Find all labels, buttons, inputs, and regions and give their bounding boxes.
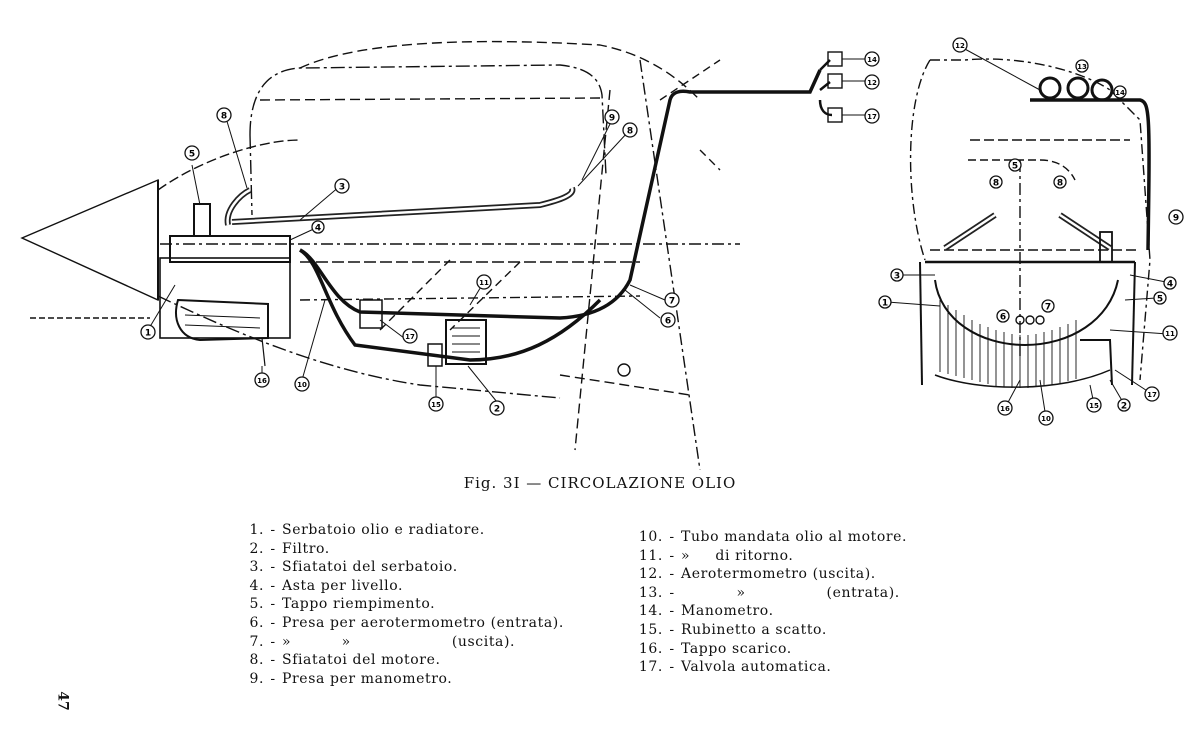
front-callout-16: 16	[997, 400, 1013, 416]
front-callout-1: 1	[878, 295, 892, 309]
front-callout-6: 6	[996, 309, 1010, 323]
front-callout-5b: 5	[1153, 291, 1167, 305]
figure-caption: Fig. 3I — CIRCOLAZIONE OLIO	[463, 474, 737, 492]
svg-text:12: 12	[955, 42, 965, 50]
svg-text:15: 15	[431, 401, 441, 409]
svg-text:16: 16	[257, 377, 267, 385]
svg-text:17: 17	[405, 333, 415, 341]
legend-item: 16.-Tappo scarico.	[638, 640, 792, 657]
legend-item: 13.- » (entrata).	[638, 584, 900, 601]
svg-text:4: 4	[1167, 280, 1173, 290]
svg-text:5: 5	[1012, 162, 1018, 172]
front-callout-15: 15	[1086, 397, 1102, 413]
svg-text:7: 7	[669, 297, 675, 307]
callout-15: 15	[428, 396, 444, 412]
callout-1: 1	[140, 324, 156, 340]
svg-text:1: 1	[882, 299, 888, 309]
front-callout-8b: 8	[1053, 175, 1067, 189]
legend-item: 6.-Presa per aerotermometro (entrata).	[249, 614, 564, 631]
svg-text:11: 11	[1165, 330, 1175, 338]
page-number: 47	[54, 691, 71, 711]
svg-text:8: 8	[221, 112, 227, 122]
svg-text:1: 1	[145, 329, 151, 339]
callout-7: 7	[664, 292, 680, 308]
oil-circulation-diagram: 1 2 3 4 5 6 7 8 9 10 11 12 14 17 17 15 1…	[20, 37, 1184, 470]
front-callout-5: 5	[1008, 158, 1022, 172]
legend-item: 9.-Presa per manometro.	[249, 670, 453, 687]
front-callout-12: 12	[952, 37, 968, 53]
front-callout-11: 11	[1162, 325, 1178, 341]
svg-text:10: 10	[1041, 415, 1051, 423]
callout-17-top: 17	[864, 108, 880, 124]
callout-11: 11	[476, 274, 492, 290]
legend-left: 1.-Serbatoio olio e radiatore. 2.-Filtro…	[226, 521, 564, 688]
legend-item: 4.-Asta per livello.	[249, 577, 404, 594]
front-callout-8a: 8	[989, 175, 1003, 189]
legend-item: 14.-Manometro.	[638, 603, 774, 620]
svg-text:11: 11	[479, 279, 489, 287]
svg-text:8: 8	[1057, 179, 1063, 189]
callout-16: 16	[254, 372, 270, 388]
legend-item: 3.-Sfiatatoi del serbatoio.	[249, 559, 458, 576]
callout-5: 5	[184, 145, 200, 161]
callout-9: 9	[604, 109, 620, 125]
svg-text:9: 9	[609, 114, 615, 124]
svg-text:3: 3	[894, 272, 900, 282]
svg-text:6: 6	[1000, 313, 1006, 323]
svg-text:7: 7	[1045, 303, 1051, 313]
legend-item: 12.-Aerotermometro (uscita).	[638, 566, 876, 583]
front-callout-14: 14	[1113, 85, 1127, 99]
legend-item: 11.-» di ritorno.	[638, 547, 794, 564]
svg-text:2: 2	[1121, 402, 1127, 412]
svg-text:13: 13	[1077, 63, 1087, 71]
radiator-fins	[939, 300, 1077, 388]
svg-text:9: 9	[1173, 214, 1179, 224]
front-callout-13: 13	[1075, 59, 1089, 73]
front-callout-17: 17	[1144, 386, 1160, 402]
callout-8b: 8	[622, 122, 638, 138]
svg-text:2: 2	[494, 405, 500, 415]
svg-text:17: 17	[867, 113, 877, 121]
legend-right: 10.-Tubo mandata olio al motore. 11.-» d…	[625, 528, 907, 677]
callout-4: 4	[311, 220, 325, 234]
svg-text:12: 12	[867, 79, 877, 87]
svg-text:14: 14	[867, 56, 877, 64]
front-callout-2: 2	[1117, 398, 1131, 412]
svg-text:15: 15	[1089, 402, 1099, 410]
svg-text:10: 10	[297, 381, 307, 389]
svg-text:5: 5	[1157, 295, 1163, 305]
callout-10: 10	[294, 376, 310, 392]
callout-12: 12	[864, 74, 880, 90]
callout-6: 6	[660, 312, 676, 328]
svg-text:8: 8	[993, 179, 999, 189]
propeller-spinner	[20, 178, 159, 302]
legend-item: 10.-Tubo mandata olio al motore.	[638, 529, 908, 545]
legend-item: 5.-Tappo riempimento.	[249, 596, 436, 613]
svg-text:8: 8	[627, 127, 633, 137]
callout-3: 3	[334, 178, 350, 194]
legend-item: 2.-Filtro.	[249, 540, 330, 557]
legend-item: 17.-Valvola automatica.	[638, 659, 832, 676]
callout-13-top: 14	[864, 51, 880, 67]
svg-text:3: 3	[339, 183, 345, 193]
front-callout-7: 7	[1041, 299, 1055, 313]
svg-text:16: 16	[1000, 405, 1010, 413]
legend-item: 8.-Sfiatatoi del motore.	[249, 652, 441, 669]
svg-text:5: 5	[189, 150, 195, 160]
svg-text:6: 6	[665, 317, 671, 327]
front-callout-10: 10	[1038, 410, 1054, 426]
legend-item: 1.-Serbatoio olio e radiatore.	[249, 522, 485, 538]
legend-item: 15.-Rubinetto a scatto.	[638, 621, 827, 638]
svg-text:4: 4	[315, 224, 321, 234]
callout-2: 2	[489, 400, 505, 416]
callout-8: 8	[216, 107, 232, 123]
callout-17: 17	[402, 328, 418, 344]
front-callout-3: 3	[890, 268, 904, 282]
legend-item: 7.-» » (uscita).	[249, 633, 516, 650]
svg-text:14: 14	[1115, 89, 1125, 97]
svg-text:17: 17	[1147, 391, 1157, 399]
front-callout-9: 9	[1168, 209, 1184, 225]
front-callout-4: 4	[1163, 276, 1177, 290]
